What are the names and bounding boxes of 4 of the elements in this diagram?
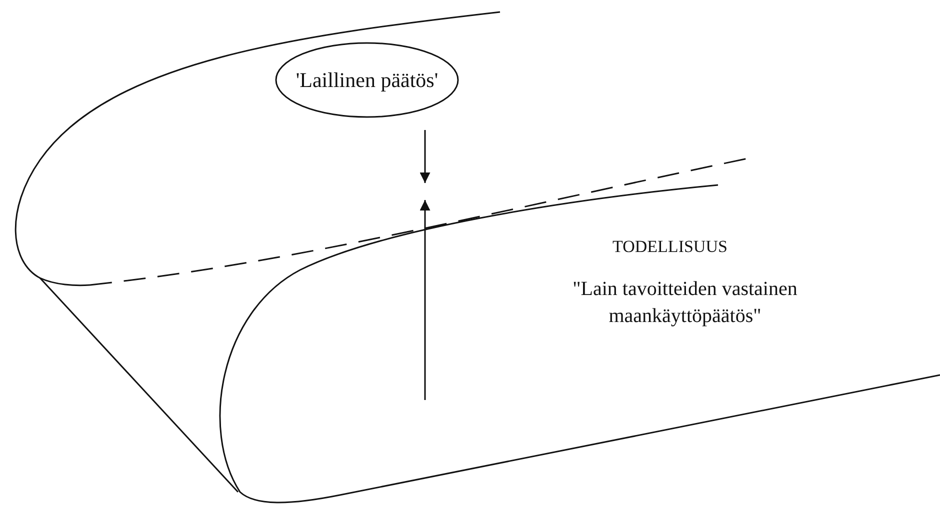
caption-text: "Lain tavoitteiden vastainen maankäyttöpäätös" [572,277,798,329]
ellipse-node [275,42,459,118]
heading-text: TODELLISUUS [612,236,728,258]
node-text: 'Laillinen päätös' [296,68,438,92]
